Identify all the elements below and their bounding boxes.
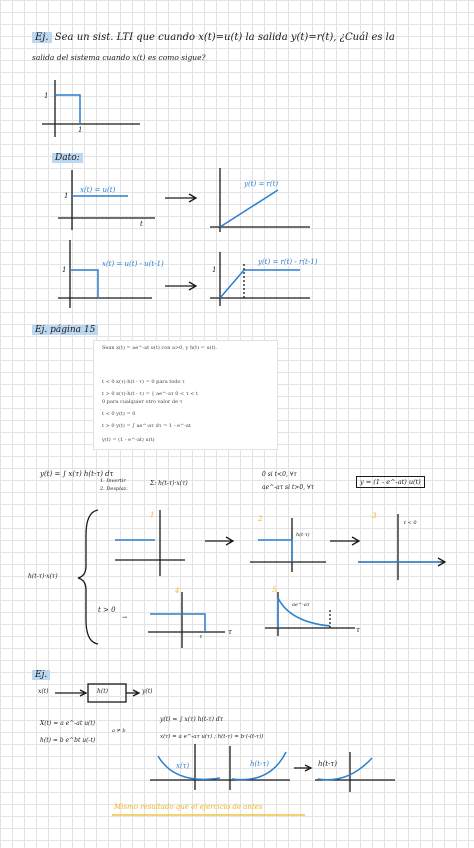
conv-arrow-small: → bbox=[122, 614, 128, 621]
excerpt-line-5: t > 0 y(t) = ∫ ae^-aτ dτ = 1 - e^-at bbox=[102, 423, 191, 429]
excerpt-line-6: y(t) = (1 - e^-at) u(t) bbox=[102, 437, 155, 443]
ej2-label: Ej. página 15 bbox=[32, 325, 99, 335]
block-diagram bbox=[55, 683, 141, 703]
conv-left-label: h(t-τ)·x(τ) bbox=[28, 573, 58, 580]
conv-num-4: 4 bbox=[175, 587, 180, 595]
dato-one-3: 1 bbox=[212, 266, 217, 274]
graph-pulse-input bbox=[42, 80, 140, 137]
graph-ej3-1 bbox=[150, 744, 225, 790]
dato-one-1: 1 bbox=[64, 192, 69, 200]
ej1-title-line: Ej. Sea un sist. LTI que cuando x(t)=u(t… bbox=[32, 32, 395, 43]
excerpt-line-4: t < 0 y(t) = 0 bbox=[102, 411, 136, 417]
conv-step-1: 1. Invertir bbox=[100, 478, 126, 484]
graph-ramp-saturated bbox=[210, 252, 310, 306]
arrow-1 bbox=[165, 193, 198, 203]
conv-decay-label: ae^-aτ bbox=[292, 602, 310, 608]
conv-num-2: 2 bbox=[258, 515, 263, 523]
arrow-5 bbox=[294, 764, 313, 772]
ej1-tick-x: 1 bbox=[78, 126, 83, 134]
ej1-question: Sea un sist. LTI que cuando x(t)=u(t) la… bbox=[54, 32, 395, 43]
arrow-4 bbox=[330, 536, 361, 546]
ej3-output: y(t) bbox=[142, 688, 153, 695]
ej3-g3-label: h(t-τ) bbox=[318, 760, 338, 768]
dato-one-2: 1 bbox=[62, 266, 67, 274]
conv-t-mark: t bbox=[200, 634, 203, 640]
conv-result: y = (1 - e^-at) u(t) bbox=[356, 476, 425, 488]
graph-ramp bbox=[210, 168, 310, 232]
ej3-y-def: y(t) = ∫ x(τ) h(t-τ) dτ bbox=[160, 716, 224, 723]
arrow-2 bbox=[165, 281, 198, 291]
excerpt-line-1: t < 0 x(τ)·h(t - τ) = 0 para todo τ bbox=[102, 379, 185, 385]
conv-step-2: 2. Desplaz. bbox=[100, 486, 128, 492]
graph-case1 bbox=[115, 510, 185, 576]
ej1-question-line2: salida del sistema cuando x(t) es como s… bbox=[32, 53, 206, 62]
ej3-label: Ej. bbox=[32, 670, 51, 680]
conv-case1: ae^-aτ si t>0, ∀τ bbox=[262, 484, 314, 491]
dato-pulse-label: x(t) = u(t) - u(t-1) bbox=[102, 260, 164, 268]
textbook-excerpt: Sean x(t) = ae^-at u(t) con a>0, y h(t) … bbox=[93, 340, 278, 450]
ej3-h-def: h(t) = b e^bt u(-t) bbox=[40, 737, 96, 744]
conv-t-positive: t > 0 bbox=[98, 606, 116, 614]
excerpt-line-3: 0 para cualquier otro valor de τ bbox=[102, 399, 183, 405]
brace-left bbox=[77, 509, 99, 645]
ej3-input: x(t) bbox=[38, 688, 49, 695]
dato-t-1: t bbox=[140, 220, 143, 228]
dato-step-label: x(t) = u(t) bbox=[80, 186, 116, 194]
graph-step bbox=[58, 170, 155, 230]
graph-case3 bbox=[358, 514, 447, 580]
conv-t-negative: t < 0 bbox=[404, 520, 417, 526]
graph-ej3-2 bbox=[225, 746, 290, 790]
conv-ydef: y(t) = ∫ x(τ) h(t-τ) dτ bbox=[40, 470, 114, 478]
graph-ej3-3 bbox=[315, 752, 395, 792]
ej3-condition: a ≠ b bbox=[112, 728, 126, 734]
ej3-box-label: h(t) bbox=[97, 688, 108, 695]
ej3-g1-label: x(τ) bbox=[176, 762, 190, 770]
excerpt-header: Sean x(t) = ae^-at u(t) con a>0, y h(t) … bbox=[102, 345, 218, 351]
conv-tau-1: τ bbox=[228, 628, 232, 636]
arrow-3 bbox=[205, 536, 235, 546]
graph-pulse bbox=[58, 240, 152, 308]
conv-tau-2: τ bbox=[356, 626, 360, 634]
ej3-footer: Mismo resultado que el ejercicio de ante… bbox=[114, 803, 263, 811]
graph-case5 bbox=[265, 592, 355, 636]
dato-sat-label: y(t) = r(t) - r(t-1) bbox=[258, 258, 318, 266]
ej3-x-def: X(t) = a e^-at u(t) bbox=[40, 720, 96, 727]
conv-case0: 0 si t<0, ∀τ bbox=[262, 471, 297, 478]
conv-num-5: 5 bbox=[272, 586, 277, 594]
dato-label: Dato: bbox=[52, 153, 83, 163]
conv-product: Σ: h(t-τ)·x(τ) bbox=[150, 480, 188, 487]
excerpt-line-2: t > 0 x(τ)·h(t - τ) = { ae^-aτ 0 < τ < t bbox=[102, 391, 198, 397]
ej1-tick-y: 1 bbox=[44, 92, 49, 100]
ej3-x-tau: x(τ) = a e^-aτ u(τ) ; h(t-τ) = b·(-(t-τ)… bbox=[160, 734, 264, 740]
conv-num-1: 1 bbox=[150, 511, 155, 519]
conv-num-3: 3 bbox=[372, 512, 377, 520]
graph-case2 bbox=[250, 518, 326, 572]
graph-case4 bbox=[148, 592, 225, 648]
ej3-g2-label: h(t-τ) bbox=[250, 760, 270, 768]
ej1-label: Ej. bbox=[32, 32, 52, 43]
dato-ramp-label: y(t) = r(t) bbox=[244, 180, 279, 188]
conv-h-label: h(t-τ) bbox=[296, 532, 310, 538]
